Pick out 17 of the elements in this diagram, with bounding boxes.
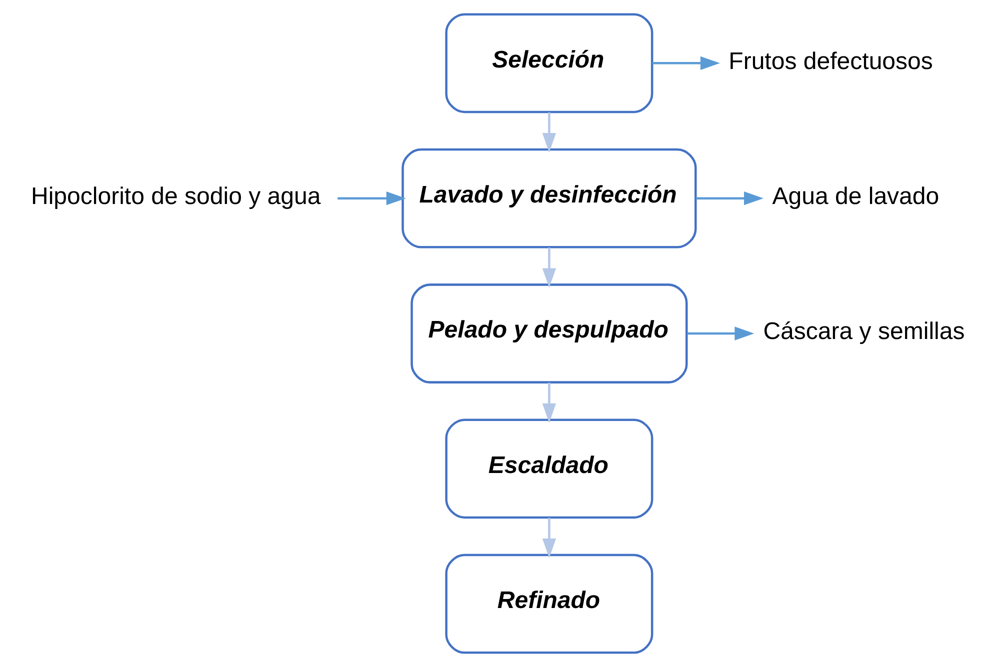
arrow [542, 112, 556, 153]
node-box: Escaldado [445, 418, 654, 519]
arrow [687, 326, 754, 340]
arrow [542, 248, 556, 288]
node-text: Frutos defectuosos [728, 48, 933, 75]
arrow [542, 382, 556, 423]
node-text: Cáscara y semillas [763, 318, 965, 346]
node-box: Lavado y desinfección [402, 148, 697, 248]
arrow [696, 191, 764, 206]
node-box: Selección [445, 13, 654, 114]
node-text: Agua de lavado [772, 183, 940, 210]
arrow [338, 191, 406, 206]
node-text: Hipoclorito de sodio y agua [31, 183, 321, 210]
arrow [652, 56, 720, 70]
node-box: Refinado [445, 554, 654, 654]
node-box: Pelado y despulpado [410, 284, 688, 384]
arrow [542, 518, 556, 558]
